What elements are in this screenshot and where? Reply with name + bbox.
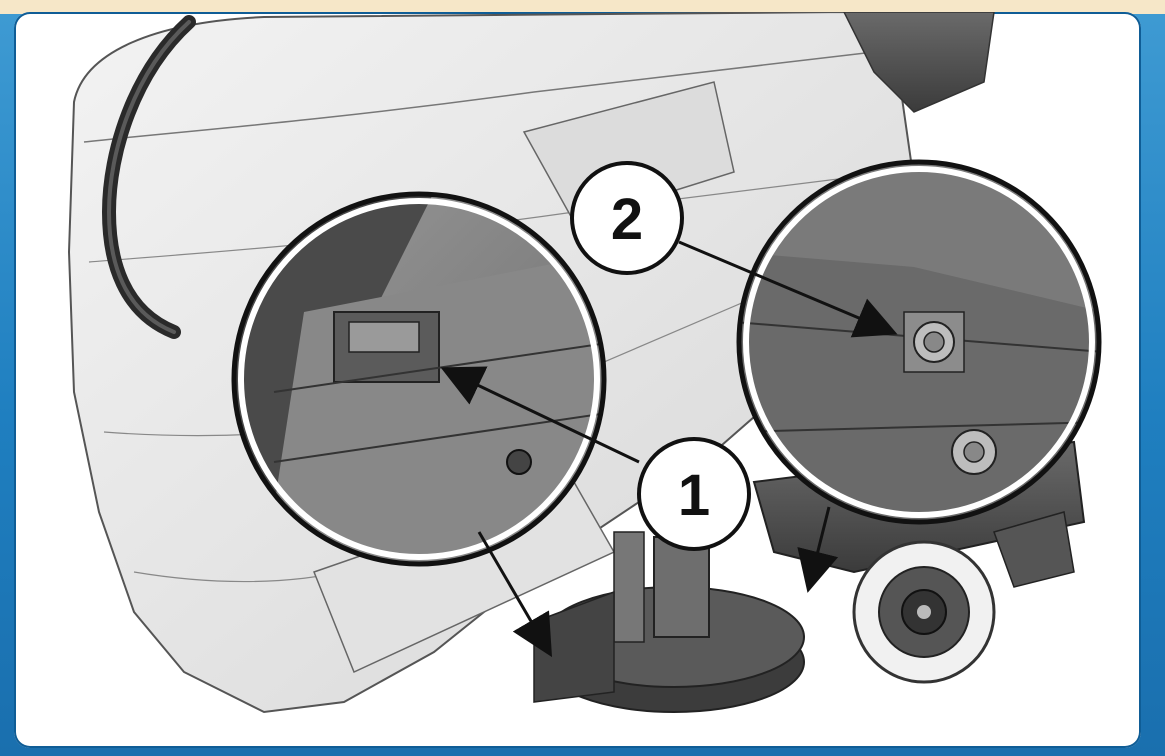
- brush-deck: [533, 531, 805, 713]
- leader-line-1-detail: [440, 366, 640, 464]
- callout-2: 2: [570, 161, 684, 275]
- leader-line-2-detail: [678, 240, 898, 338]
- header-strip: [0, 0, 1165, 14]
- zoom-detail-left: [231, 191, 607, 567]
- wheel: [852, 540, 996, 684]
- zoom-detail-right: [736, 159, 1102, 525]
- leader-line-1-machine: [477, 531, 553, 658]
- callout-1: 1: [637, 437, 751, 551]
- callout-1-label: 1: [678, 463, 710, 528]
- illustration-panel: 1 2: [14, 12, 1141, 748]
- machine-illustration: 1 2: [67, 12, 1102, 714]
- leader-line-2-machine: [797, 506, 839, 593]
- callout-2-label: 2: [611, 187, 643, 252]
